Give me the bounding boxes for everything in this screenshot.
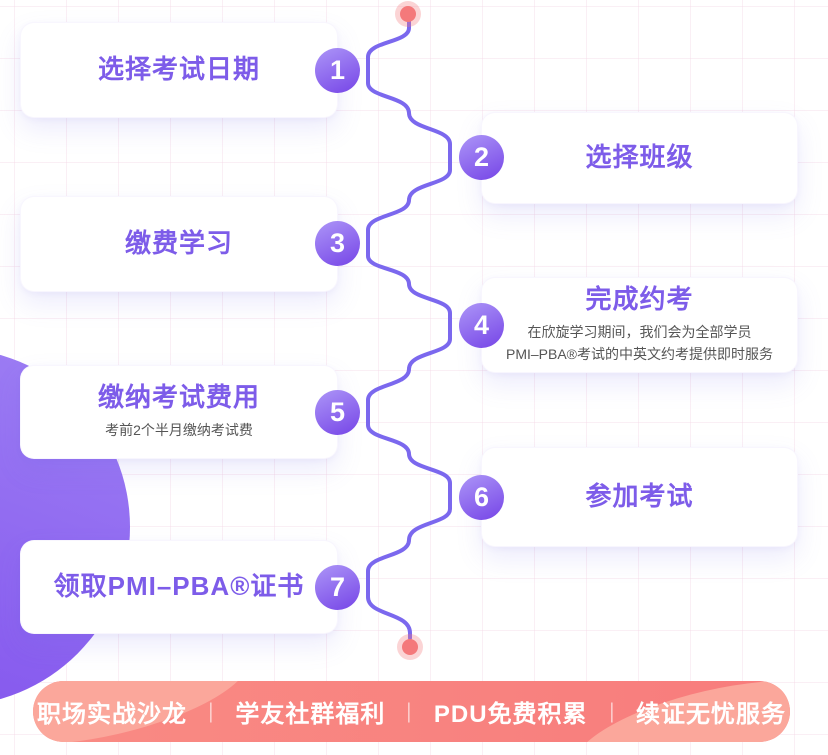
subtitle-line: PMI–PBA®考试的中英文约考提供即时服务 [505, 346, 773, 363]
start-dot [395, 1, 421, 27]
footer-item: 学友社群福利 [235, 701, 386, 728]
step-number-badge-4: 4 [459, 303, 504, 348]
step-title: 缴费学习 [124, 228, 233, 259]
step-title: 领取PMI–PBA®证书 [53, 571, 305, 602]
step-number-badge-5: 5 [315, 390, 360, 435]
subtitle-line: 在欣旋学习期间，我们会为全部学员 [527, 324, 752, 341]
step-card-1: 选择考试日期 [20, 22, 338, 118]
step-number-badge-7: 7 [315, 565, 360, 610]
footer-item: PDU免费积累 [433, 701, 588, 728]
step-card-2: 选择班级 [481, 112, 798, 204]
subtitle-line: 考前2个半月缴纳考试费 [105, 422, 253, 439]
step-number-badge-3: 3 [315, 221, 360, 266]
wavy-line [366, 16, 452, 640]
step-title: 完成约考 [585, 284, 694, 315]
step-card-5: 缴纳考试费用 考前2个半月缴纳考试费 [20, 365, 338, 459]
footer-benefits-list: 职场实战沙龙 | 学友社群福利 | PDU免费积累 | 续证无忧服务 [37, 694, 786, 729]
step-card-7: 领取PMI–PBA®证书 [20, 540, 338, 634]
step-card-4: 完成约考 在欣旋学习期间，我们会为全部学员 PMI–PBA®考试的中英文约考提供… [481, 277, 798, 373]
footer-separator: | [209, 699, 214, 723]
step-title: 选择考试日期 [97, 54, 260, 85]
step-number-badge-6: 6 [459, 475, 504, 520]
step-number-badge-2: 2 [459, 135, 504, 180]
footer-separator: | [407, 699, 412, 723]
step-subtitle: 考前2个半月缴纳考试费 [105, 420, 253, 442]
footer-item: 职场实战沙龙 [36, 701, 187, 728]
step-card-3: 缴费学习 [20, 196, 338, 292]
step-title: 参加考试 [585, 481, 694, 512]
end-dot [397, 634, 423, 660]
step-subtitle: 在欣旋学习期间，我们会为全部学员 PMI–PBA®考试的中英文约考提供即时服务 [506, 322, 773, 365]
footer-item: 续证无忧服务 [636, 701, 787, 728]
footer-separator: | [609, 699, 614, 723]
step-title: 选择班级 [585, 142, 694, 173]
step-title: 缴纳考试费用 [97, 382, 260, 413]
step-number-badge-1: 1 [315, 48, 360, 93]
footer-benefits-bar: 职场实战沙龙 | 学友社群福利 | PDU免费积累 | 续证无忧服务 [33, 681, 790, 742]
step-card-6: 参加考试 [481, 447, 798, 547]
